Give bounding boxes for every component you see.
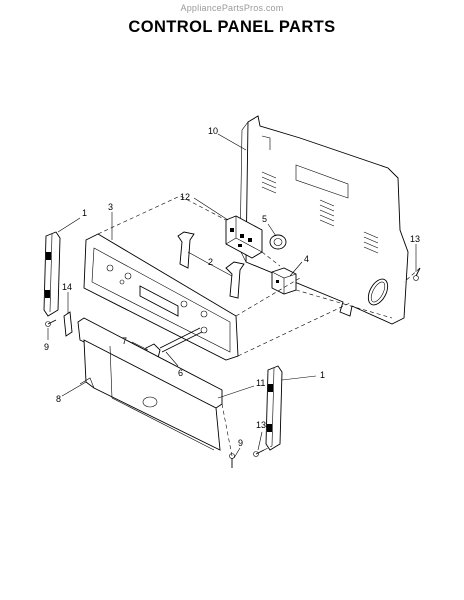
part-grommet [269,234,287,250]
callout-8: 8 [56,394,61,404]
part-end-cap-right [265,365,283,451]
leader-lines [47,133,417,459]
callout-11: 11 [256,378,265,388]
callout-13-bottom: 13 [256,420,266,430]
callout-7: 7 [122,336,127,346]
part-lower-panel [77,317,223,451]
callout-10: 10 [208,126,218,136]
diagram-title: CONTROL PANEL PARTS [128,18,336,36]
callout-6: 6 [178,368,183,378]
callout-1-right: 1 [320,370,325,380]
callout-labels: 1 1 2 3 4 5 6 7 8 9 9 10 11 12 13 13 14 [44,126,420,448]
callout-9-left: 9 [44,342,49,352]
watermark-text: AppliancePartsPros.com [180,3,284,13]
part-brackets [177,231,245,299]
callout-4: 4 [304,254,309,264]
callout-14: 14 [62,282,72,292]
vent-slots [261,171,379,254]
callout-1-left: 1 [82,208,87,218]
callout-3: 3 [108,202,113,212]
callout-9-right: 9 [238,438,243,448]
screws [45,267,421,468]
assembly-guide-lines [97,195,421,457]
part-clip [63,311,73,337]
callout-2: 2 [208,257,213,267]
callout-13-top: 13 [410,234,420,244]
callout-12: 12 [180,192,190,202]
part-knob [159,326,208,353]
part-switch [271,267,297,295]
callout-5: 5 [262,214,267,224]
part-end-cap-left [43,231,61,317]
